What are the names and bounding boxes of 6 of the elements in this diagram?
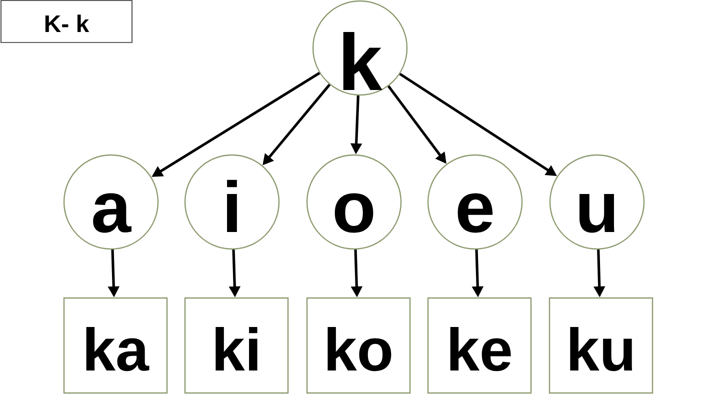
syllable-box: ko xyxy=(306,297,411,394)
syllable-box: ki xyxy=(184,297,289,394)
syllable-box: ka xyxy=(63,297,168,394)
syllable-box: ke xyxy=(427,297,532,394)
syllable-box: ku xyxy=(548,297,654,394)
title-box: K- k xyxy=(0,0,133,44)
